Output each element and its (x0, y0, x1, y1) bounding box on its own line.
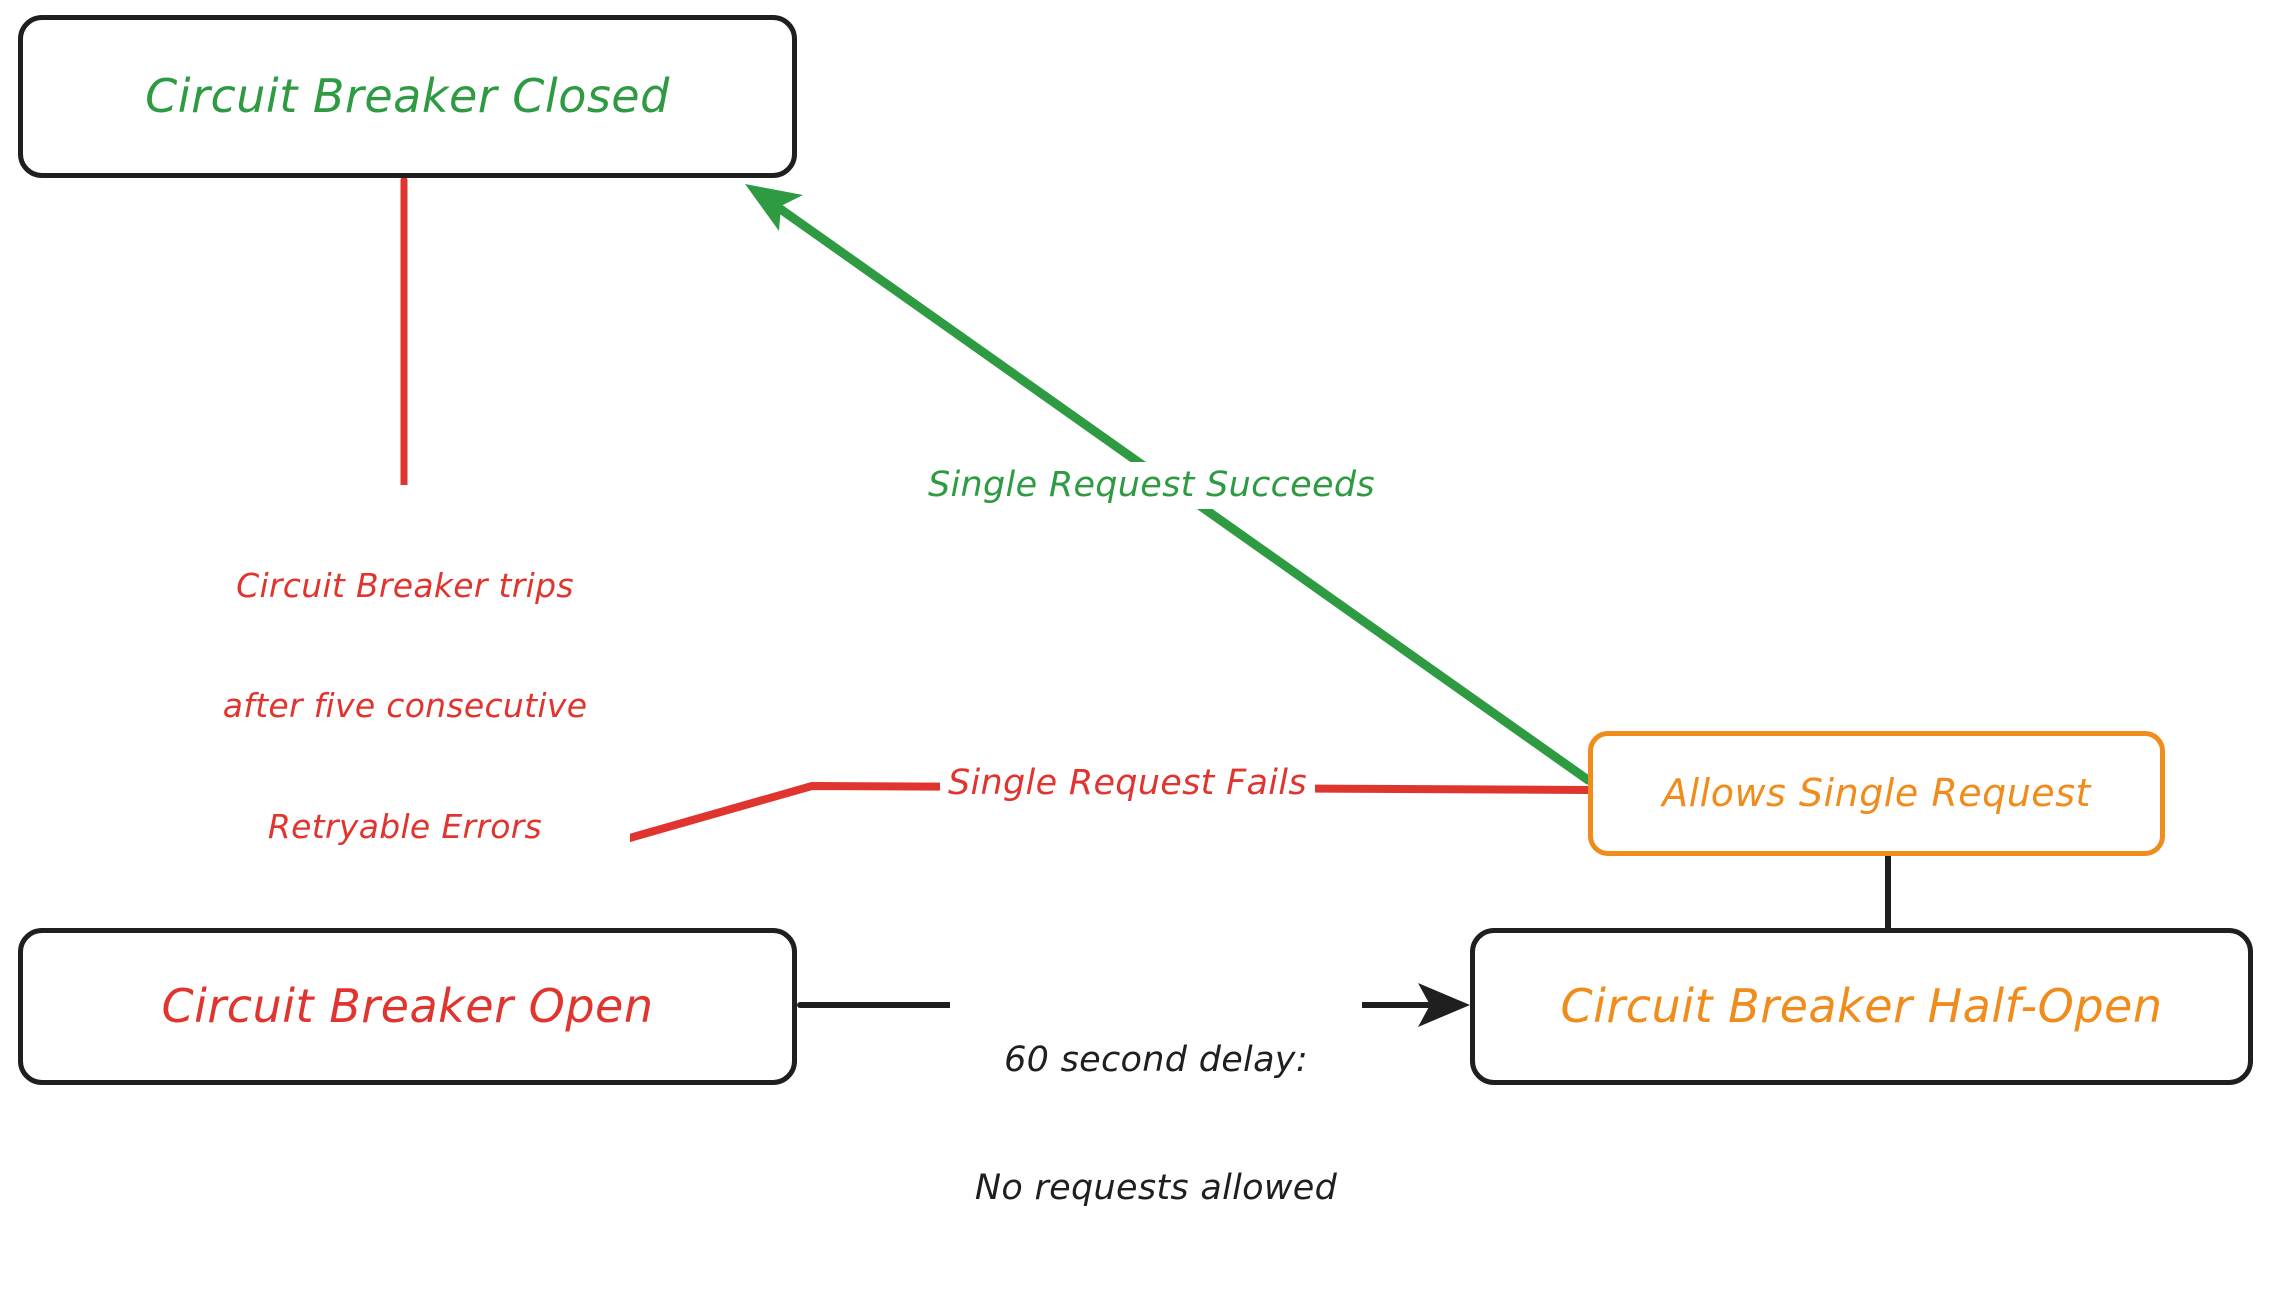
edge-label-line-2: No requests allowed (974, 1168, 1338, 1209)
node-label-open: Circuit Breaker Open (161, 979, 654, 1034)
edge-label-line-2: after five consecutive (222, 686, 588, 726)
edge-label-allows-to-open: Single Request Fails (940, 760, 1315, 807)
edge-label-line-1: 60 second delay: (1004, 1040, 1308, 1081)
node-circuit-breaker-half-open[interactable]: Circuit Breaker Half-Open (1470, 928, 2253, 1085)
edge-label-line-3: Retryable Errors (267, 807, 543, 846)
node-circuit-breaker-closed[interactable]: Circuit Breaker Closed (18, 15, 797, 178)
node-label-closed: Circuit Breaker Closed (145, 69, 670, 124)
edge-label-allows-to-closed: Single Request Succeeds (918, 462, 1385, 509)
node-label-allows: Allows Single Request (1662, 770, 2091, 815)
node-label-half-open: Circuit Breaker Half-Open (1560, 979, 2163, 1034)
node-allows-single-request[interactable]: Allows Single Request (1588, 731, 2165, 856)
edge-label-closed-to-open: Circuit Breaker trips after five consecu… (180, 485, 630, 928)
node-circuit-breaker-open[interactable]: Circuit Breaker Open (18, 928, 797, 1085)
edge-label-open-to-halfopen: 60 second delay: No requests allowed (950, 952, 1362, 1298)
diagram-canvas: Circuit Breaker Closed Circuit Breaker O… (18, 15, 2253, 1209)
edge-label-line-1: Circuit Breaker trips (236, 565, 574, 605)
